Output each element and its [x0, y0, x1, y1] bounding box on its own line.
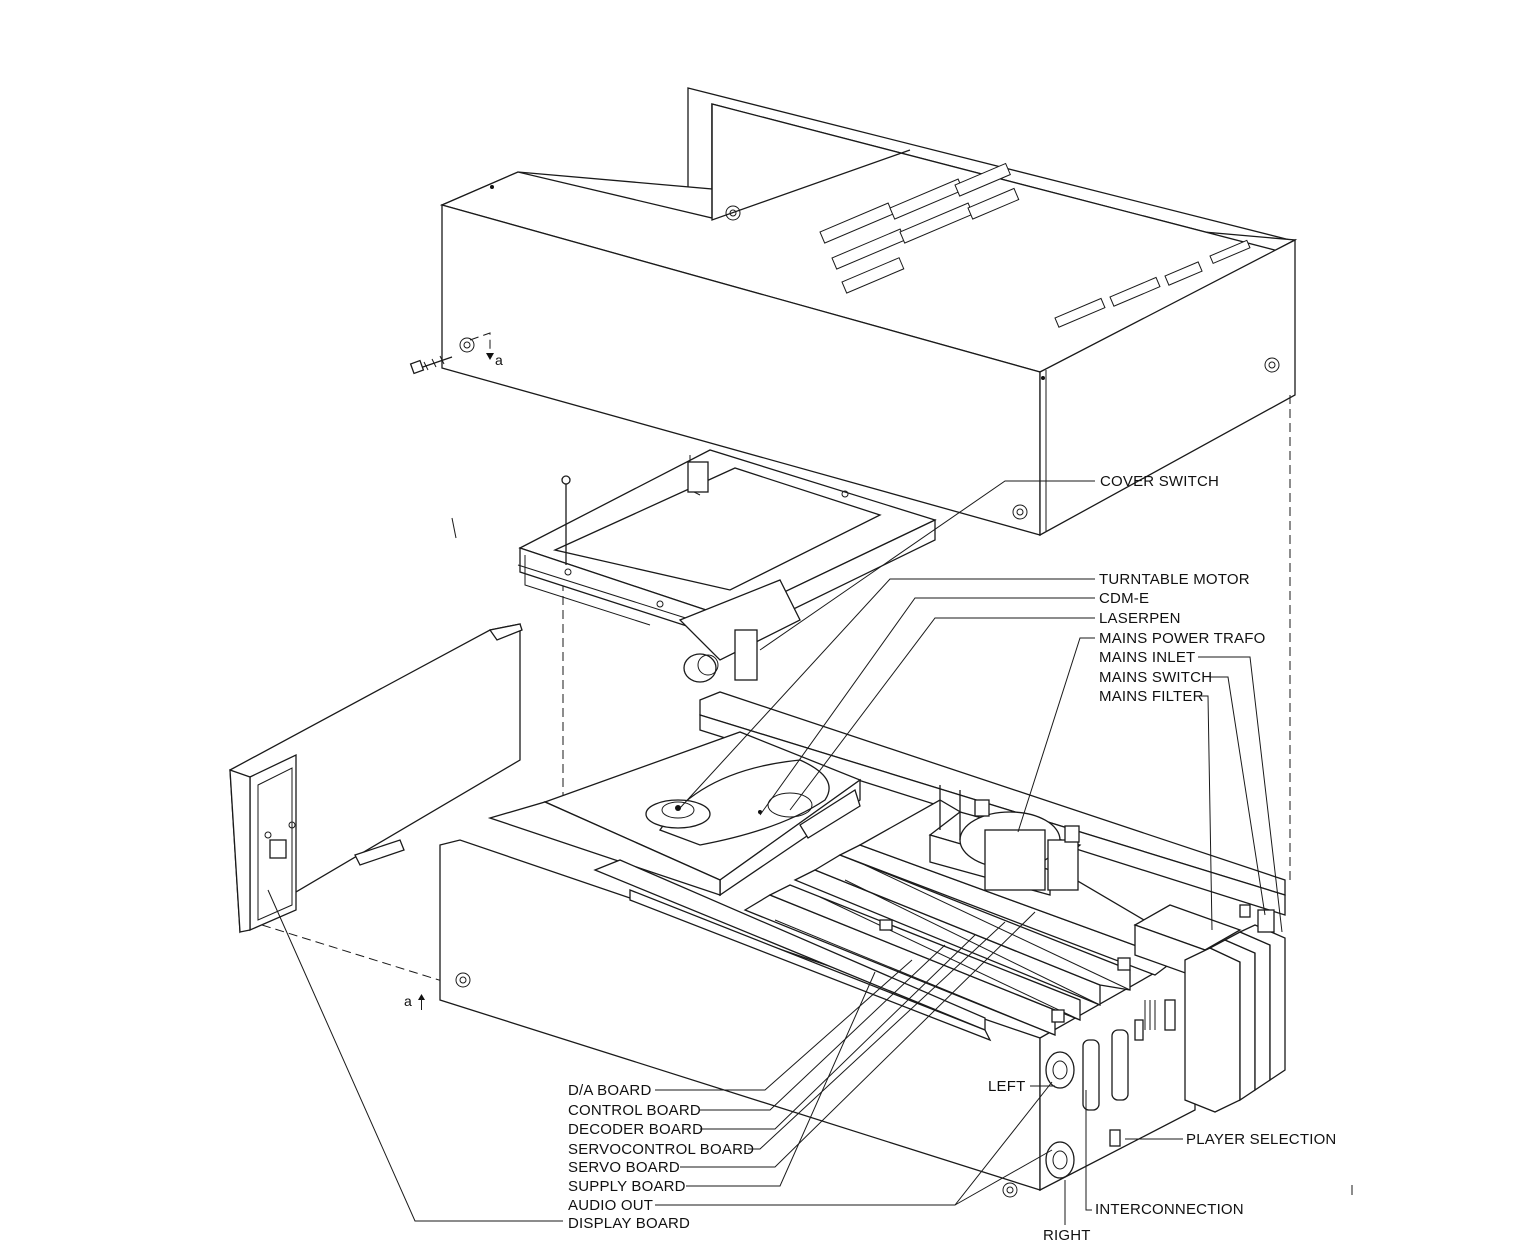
label-cdm-e: CDM-E — [1099, 590, 1149, 607]
label-mains-filter: MAINS FILTER — [1099, 688, 1204, 705]
label-left: LEFT — [988, 1078, 1025, 1095]
callout-labels: COVER SWITCH TURNTABLE MOTOR CDM-E LASER… — [568, 473, 1336, 1244]
rear-connectors — [1045, 999, 1176, 1179]
label-mains-inlet: MAINS INLET — [1099, 649, 1195, 666]
label-turntable-motor: TURNTABLE MOTOR — [1099, 571, 1250, 588]
main-chassis: a — [404, 691, 1286, 1198]
mains-power-transformer — [928, 799, 1082, 896]
screw-marker-top: a — [495, 352, 503, 368]
screw-marker-bottom: a — [404, 993, 412, 1009]
vent-slots — [819, 162, 1251, 328]
front-panel — [229, 623, 523, 934]
label-servocontrol-board: SERVOCONTROL BOARD — [568, 1141, 754, 1158]
label-cover-switch: COVER SWITCH — [1100, 473, 1219, 490]
top-cover: a — [409, 87, 1298, 537]
label-laserpen: LASERPEN — [1099, 610, 1181, 627]
label-right: RIGHT — [1043, 1227, 1091, 1244]
heat-sink — [1184, 904, 1286, 1113]
label-display-board: DISPLAY BOARD — [568, 1215, 690, 1232]
cd-tray-assembly — [517, 449, 937, 683]
leader-lines — [267, 480, 1283, 1225]
screw-icon — [409, 355, 453, 375]
label-mains-switch: MAINS SWITCH — [1099, 669, 1212, 686]
label-decoder-board: DECODER BOARD — [568, 1121, 703, 1138]
label-mains-power-trafo: MAINS POWER TRAFO — [1099, 630, 1265, 647]
label-audio-out: AUDIO OUT — [568, 1197, 653, 1214]
turntable-disc — [645, 759, 830, 846]
label-player-selection: PLAYER SELECTION — [1186, 1131, 1336, 1148]
label-servo-board: SERVO BOARD — [568, 1159, 680, 1176]
label-control-board: CONTROL BOARD — [568, 1102, 701, 1119]
label-da-board: D/A BOARD — [568, 1082, 652, 1099]
label-supply-board: SUPPLY BOARD — [568, 1178, 686, 1195]
cover-switch-button — [683, 653, 719, 683]
label-interconnection: INTERCONNECTION — [1095, 1201, 1244, 1218]
